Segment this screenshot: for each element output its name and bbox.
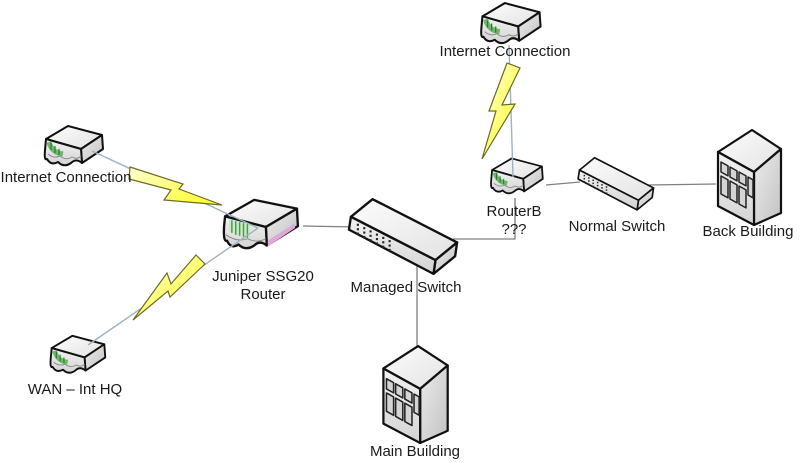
node-label-back-building: Back Building — [702, 223, 794, 240]
node-label-internet-top: Internet Connection — [439, 43, 571, 60]
node-label-routerb: RouterB ??? — [429, 203, 599, 239]
node-label-line2: Router — [240, 286, 286, 303]
lightning-bolt-icon — [132, 254, 206, 321]
node-label-line1: RouterB — [486, 203, 542, 220]
connector-juniper-to-managed-switch — [302, 225, 357, 228]
connector-normal-switch-to-back-building — [647, 183, 717, 186]
node-label-line2: ??? — [501, 221, 527, 238]
node-label-managed-switch: Managed Switch — [350, 279, 462, 296]
connector-managed-switch-to-routerb — [453, 198, 516, 240]
lightning-bolt-icon — [128, 166, 223, 206]
node-label-main-building: Main Building — [369, 443, 461, 460]
node-label-internet-left: Internet Connection — [0, 169, 132, 186]
node-label-wan-hq: WAN – Int HQ — [27, 381, 123, 398]
node-label-line1: Juniper SSG20 — [212, 268, 314, 285]
node-label-normal-switch: Normal Switch — [568, 218, 666, 235]
connector-routerb-to-normal-switch — [545, 181, 581, 186]
node-label-juniper: Juniper SSG20 Router — [178, 268, 348, 304]
lightning-bolt-icon — [481, 62, 521, 160]
